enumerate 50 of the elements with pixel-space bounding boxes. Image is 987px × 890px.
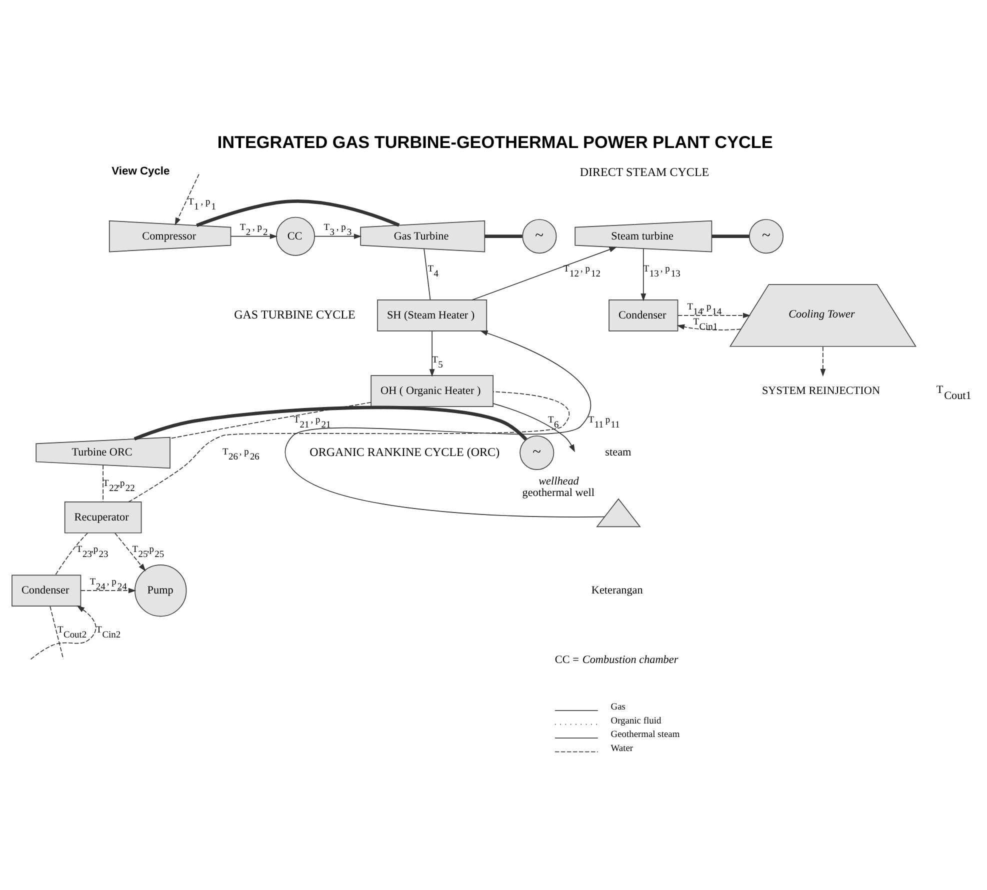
node-box: Condenser — [12, 574, 82, 606]
node-label: geothermal well — [522, 486, 594, 498]
node-text: SYSTEM REINJECTION — [762, 384, 880, 396]
node-box: Recuperator — [64, 501, 142, 533]
label: ORGANIC RANKINE CYCLE (ORC) — [310, 444, 500, 458]
diagram-title: INTEGRATED GAS TURBINE-GEOTHERMAL POWER PLANT CYCLE — [217, 131, 773, 152]
arrow — [174, 173, 200, 225]
connector — [55, 532, 88, 575]
arrow — [820, 346, 826, 376]
node-box: SH (Steam Heater ) — [377, 299, 488, 331]
connector — [712, 234, 750, 238]
node-box: Gas Turbine — [360, 220, 486, 252]
legend-label: Geothermal steam — [610, 730, 680, 740]
connector — [134, 405, 528, 440]
label: GAS TURBINE CYCLE — [234, 307, 356, 322]
connector — [424, 248, 431, 300]
arrow — [284, 330, 606, 517]
arrow — [472, 246, 617, 300]
node-box: Condenser — [608, 299, 678, 331]
arrow — [230, 233, 278, 239]
label: steam — [605, 446, 632, 458]
connector — [50, 605, 64, 659]
node-circle: ~ — [522, 218, 557, 254]
label: Keterangan — [591, 584, 643, 596]
connector — [102, 464, 104, 502]
legend-label: Water — [610, 743, 634, 754]
label: DIRECT STEAM CYCLE — [580, 164, 710, 178]
node-box: Compressor — [108, 220, 232, 252]
arrow — [80, 587, 136, 593]
arrow — [30, 605, 96, 660]
node-circle: ~ — [520, 434, 554, 470]
node-box: Turbine ORC — [36, 436, 170, 468]
connector — [128, 390, 570, 502]
arrow — [114, 532, 146, 571]
node-label: wellhead — [538, 475, 579, 488]
node-box: OH ( Organic Heater ) — [370, 374, 494, 406]
connector — [484, 234, 522, 238]
connector — [169, 401, 372, 438]
label: CC = Combustion chamber — [554, 653, 678, 666]
arrow — [492, 402, 575, 452]
arrow — [678, 312, 751, 318]
arrow — [314, 233, 362, 239]
label: View Cycle — [112, 165, 170, 178]
connector — [196, 199, 400, 227]
node-circle: ~ — [748, 218, 784, 254]
node-triangle — [596, 498, 641, 527]
arrow — [640, 248, 646, 301]
node-circle: CC — [276, 216, 315, 256]
legend-label: Gas — [610, 702, 626, 712]
legend-label: Organic fluid — [610, 716, 662, 726]
